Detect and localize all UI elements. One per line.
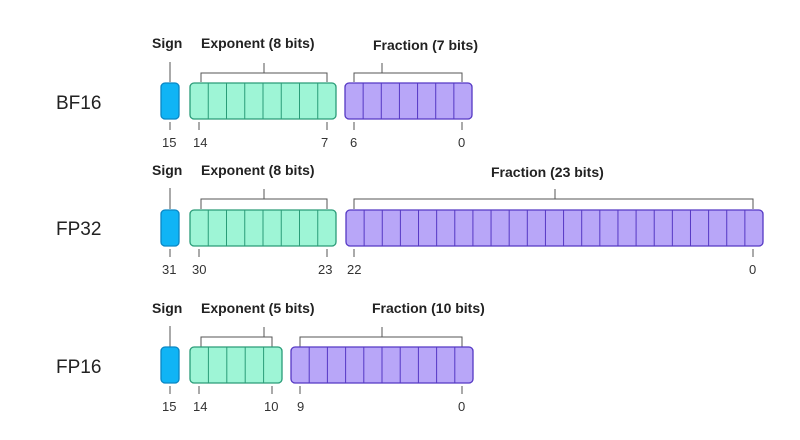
exponent-bits bbox=[189, 209, 337, 247]
fraction-field-box bbox=[345, 209, 764, 247]
fraction-field-box bbox=[344, 82, 473, 120]
sign-bit-index: 15 bbox=[162, 399, 176, 414]
exponent-start-index: 30 bbox=[192, 262, 206, 277]
format-label: FP32 bbox=[56, 219, 101, 240]
fraction-end-index: 0 bbox=[458, 399, 465, 414]
fraction-label: Fraction (7 bits) bbox=[373, 37, 478, 53]
exponent-start-index: 14 bbox=[193, 135, 207, 150]
sign-bit-index: 31 bbox=[162, 262, 176, 277]
sign-label: Sign bbox=[152, 162, 182, 178]
format-row-bf16: BF16 Sign Exponent (8 bits) Fraction (7 … bbox=[56, 35, 478, 150]
exponent-label: Exponent (8 bits) bbox=[201, 35, 315, 51]
sign-bit-index: 15 bbox=[162, 135, 176, 150]
sign-bit bbox=[160, 209, 180, 247]
fraction-start-index: 6 bbox=[350, 135, 357, 150]
fraction-bracket bbox=[299, 327, 463, 347]
exponent-bits bbox=[189, 82, 337, 120]
sign-bit bbox=[160, 346, 180, 384]
fraction-bracket bbox=[353, 189, 754, 209]
fraction-bits bbox=[345, 209, 764, 247]
exponent-bracket bbox=[200, 63, 328, 82]
format-row-fp32: FP32 Sign Exponent (8 bits) Fraction (23… bbox=[56, 162, 764, 277]
fraction-end-index: 0 bbox=[458, 135, 465, 150]
exponent-field-box bbox=[189, 346, 283, 384]
exponent-label: Exponent (8 bits) bbox=[201, 162, 315, 178]
format-row-fp16: FP16 Sign Exponent (5 bits) Fraction (10… bbox=[56, 300, 485, 414]
exponent-label: Exponent (5 bits) bbox=[201, 300, 315, 316]
exponent-end-index: 23 bbox=[318, 262, 332, 277]
exponent-end-index: 7 bbox=[321, 135, 328, 150]
format-label: BF16 bbox=[56, 93, 101, 114]
fraction-start-index: 22 bbox=[347, 262, 361, 277]
fraction-bits bbox=[344, 82, 473, 120]
fraction-label: Fraction (10 bits) bbox=[372, 300, 485, 316]
exponent-start-index: 14 bbox=[193, 399, 207, 414]
sign-bit bbox=[160, 82, 180, 120]
sign-label: Sign bbox=[152, 35, 182, 51]
exponent-bits bbox=[189, 346, 283, 384]
fraction-start-index: 9 bbox=[297, 399, 304, 414]
fraction-bracket bbox=[353, 63, 463, 82]
exponent-bracket bbox=[200, 327, 273, 347]
fraction-bits bbox=[290, 346, 474, 384]
sign-label: Sign bbox=[152, 300, 182, 316]
fraction-label: Fraction (23 bits) bbox=[491, 164, 604, 180]
exponent-bracket bbox=[200, 189, 328, 209]
exponent-end-index: 10 bbox=[264, 399, 278, 414]
fraction-end-index: 0 bbox=[749, 262, 756, 277]
format-label: FP16 bbox=[56, 357, 101, 378]
